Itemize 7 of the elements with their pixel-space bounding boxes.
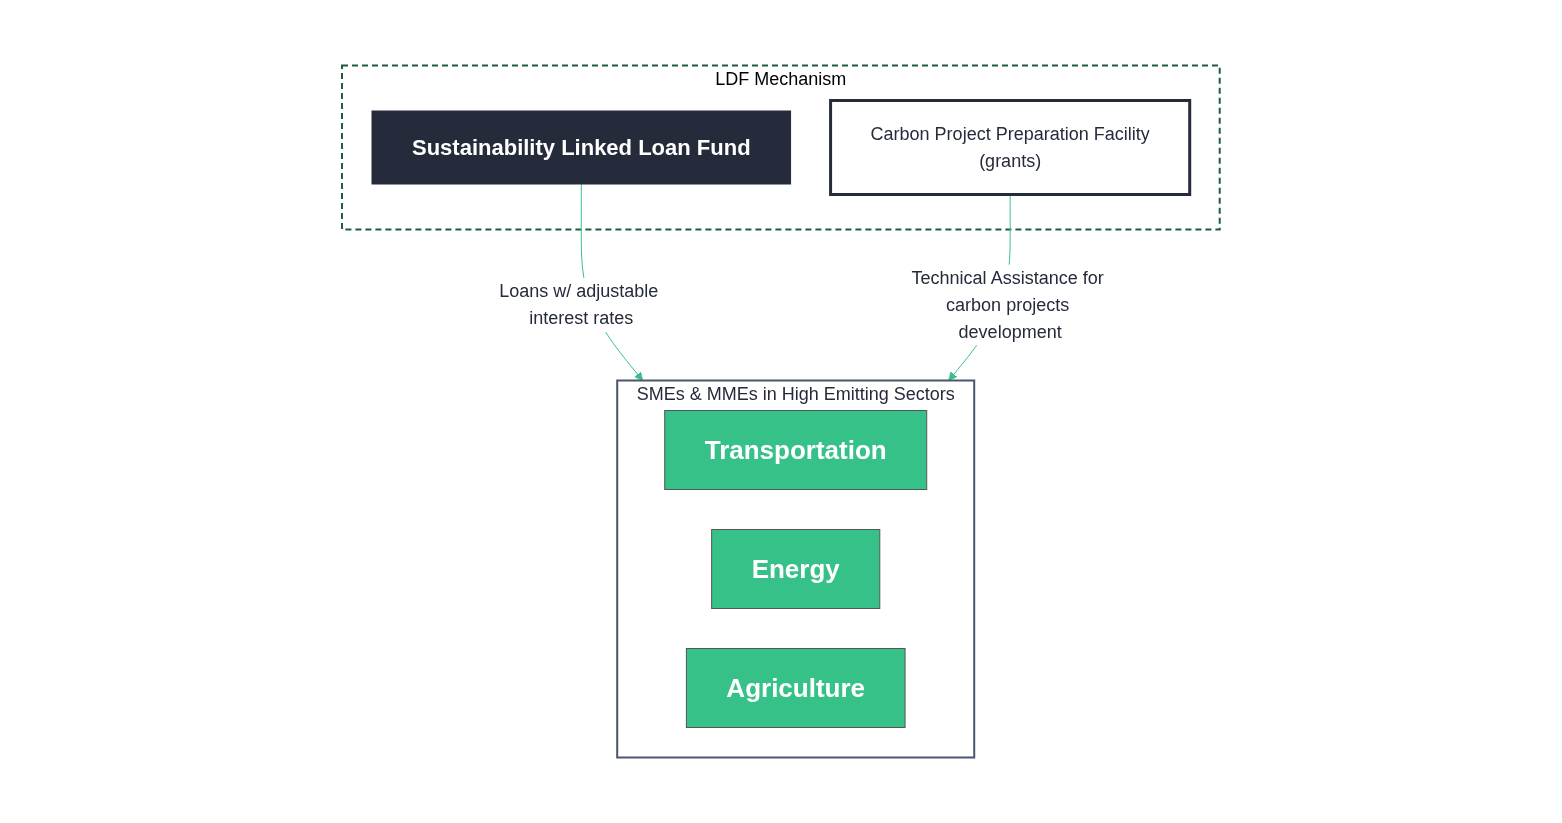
edge-label: Loans w/ adjustable interest rates — [499, 281, 659, 328]
node-box: Energy — [711, 529, 881, 609]
node-box: Carbon Project Preparation Facility (grants) — [829, 99, 1192, 196]
edge-label: Technical Assistance for carbon projects development — [911, 267, 1104, 342]
node-box: Agriculture — [686, 648, 906, 728]
node-box: Sustainability Linked Loan Fund — [371, 110, 792, 185]
node-box: Transportation — [664, 410, 928, 490]
